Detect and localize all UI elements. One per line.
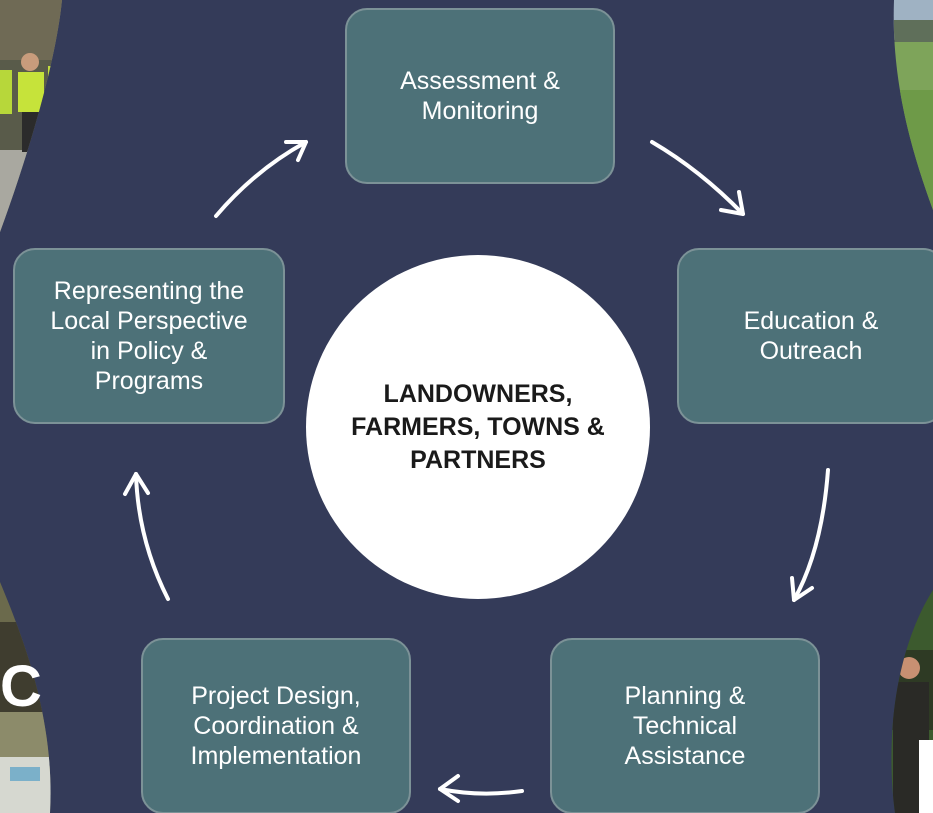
arrow-to-project-design	[438, 774, 524, 803]
step-label: Assessment & Monitoring	[400, 67, 560, 125]
step-education-outreach: Education & Outreach	[677, 248, 933, 424]
photo-bottom-left	[0, 582, 60, 813]
step-project-design-coordination-implementation: Project Design, Coordination & Implement…	[141, 638, 411, 813]
step-assessment-monitoring: Assessment & Monitoring	[345, 8, 615, 184]
arrow-to-representing	[123, 472, 170, 601]
step-label: Education & Outreach	[743, 307, 879, 365]
step-representing-local-perspective: Representing the Local Perspective in Po…	[13, 248, 285, 424]
center-hub: LANDOWNERS, FARMERS, TOWNS & PARTNERS	[306, 255, 650, 599]
step-label: Representing the Local Perspective in Po…	[50, 277, 248, 395]
step-label: Planning & Technical Assistance	[624, 682, 746, 770]
photo-caption-fragment: C	[0, 654, 42, 719]
step-planning-technical-assistance: Planning & Technical Assistance	[550, 638, 820, 813]
step-label: Project Design, Coordination & Implement…	[190, 682, 362, 770]
photo-top-left	[0, 0, 62, 232]
hub-label: LANDOWNERS, FARMERS, TOWNS & PARTNERS	[351, 379, 605, 474]
photo-bottom-right	[885, 590, 933, 813]
arrow-to-planning	[790, 468, 830, 602]
photo-top-right	[886, 0, 933, 210]
arrow-to-assessment	[214, 140, 308, 218]
arrow-to-education	[650, 140, 745, 216]
